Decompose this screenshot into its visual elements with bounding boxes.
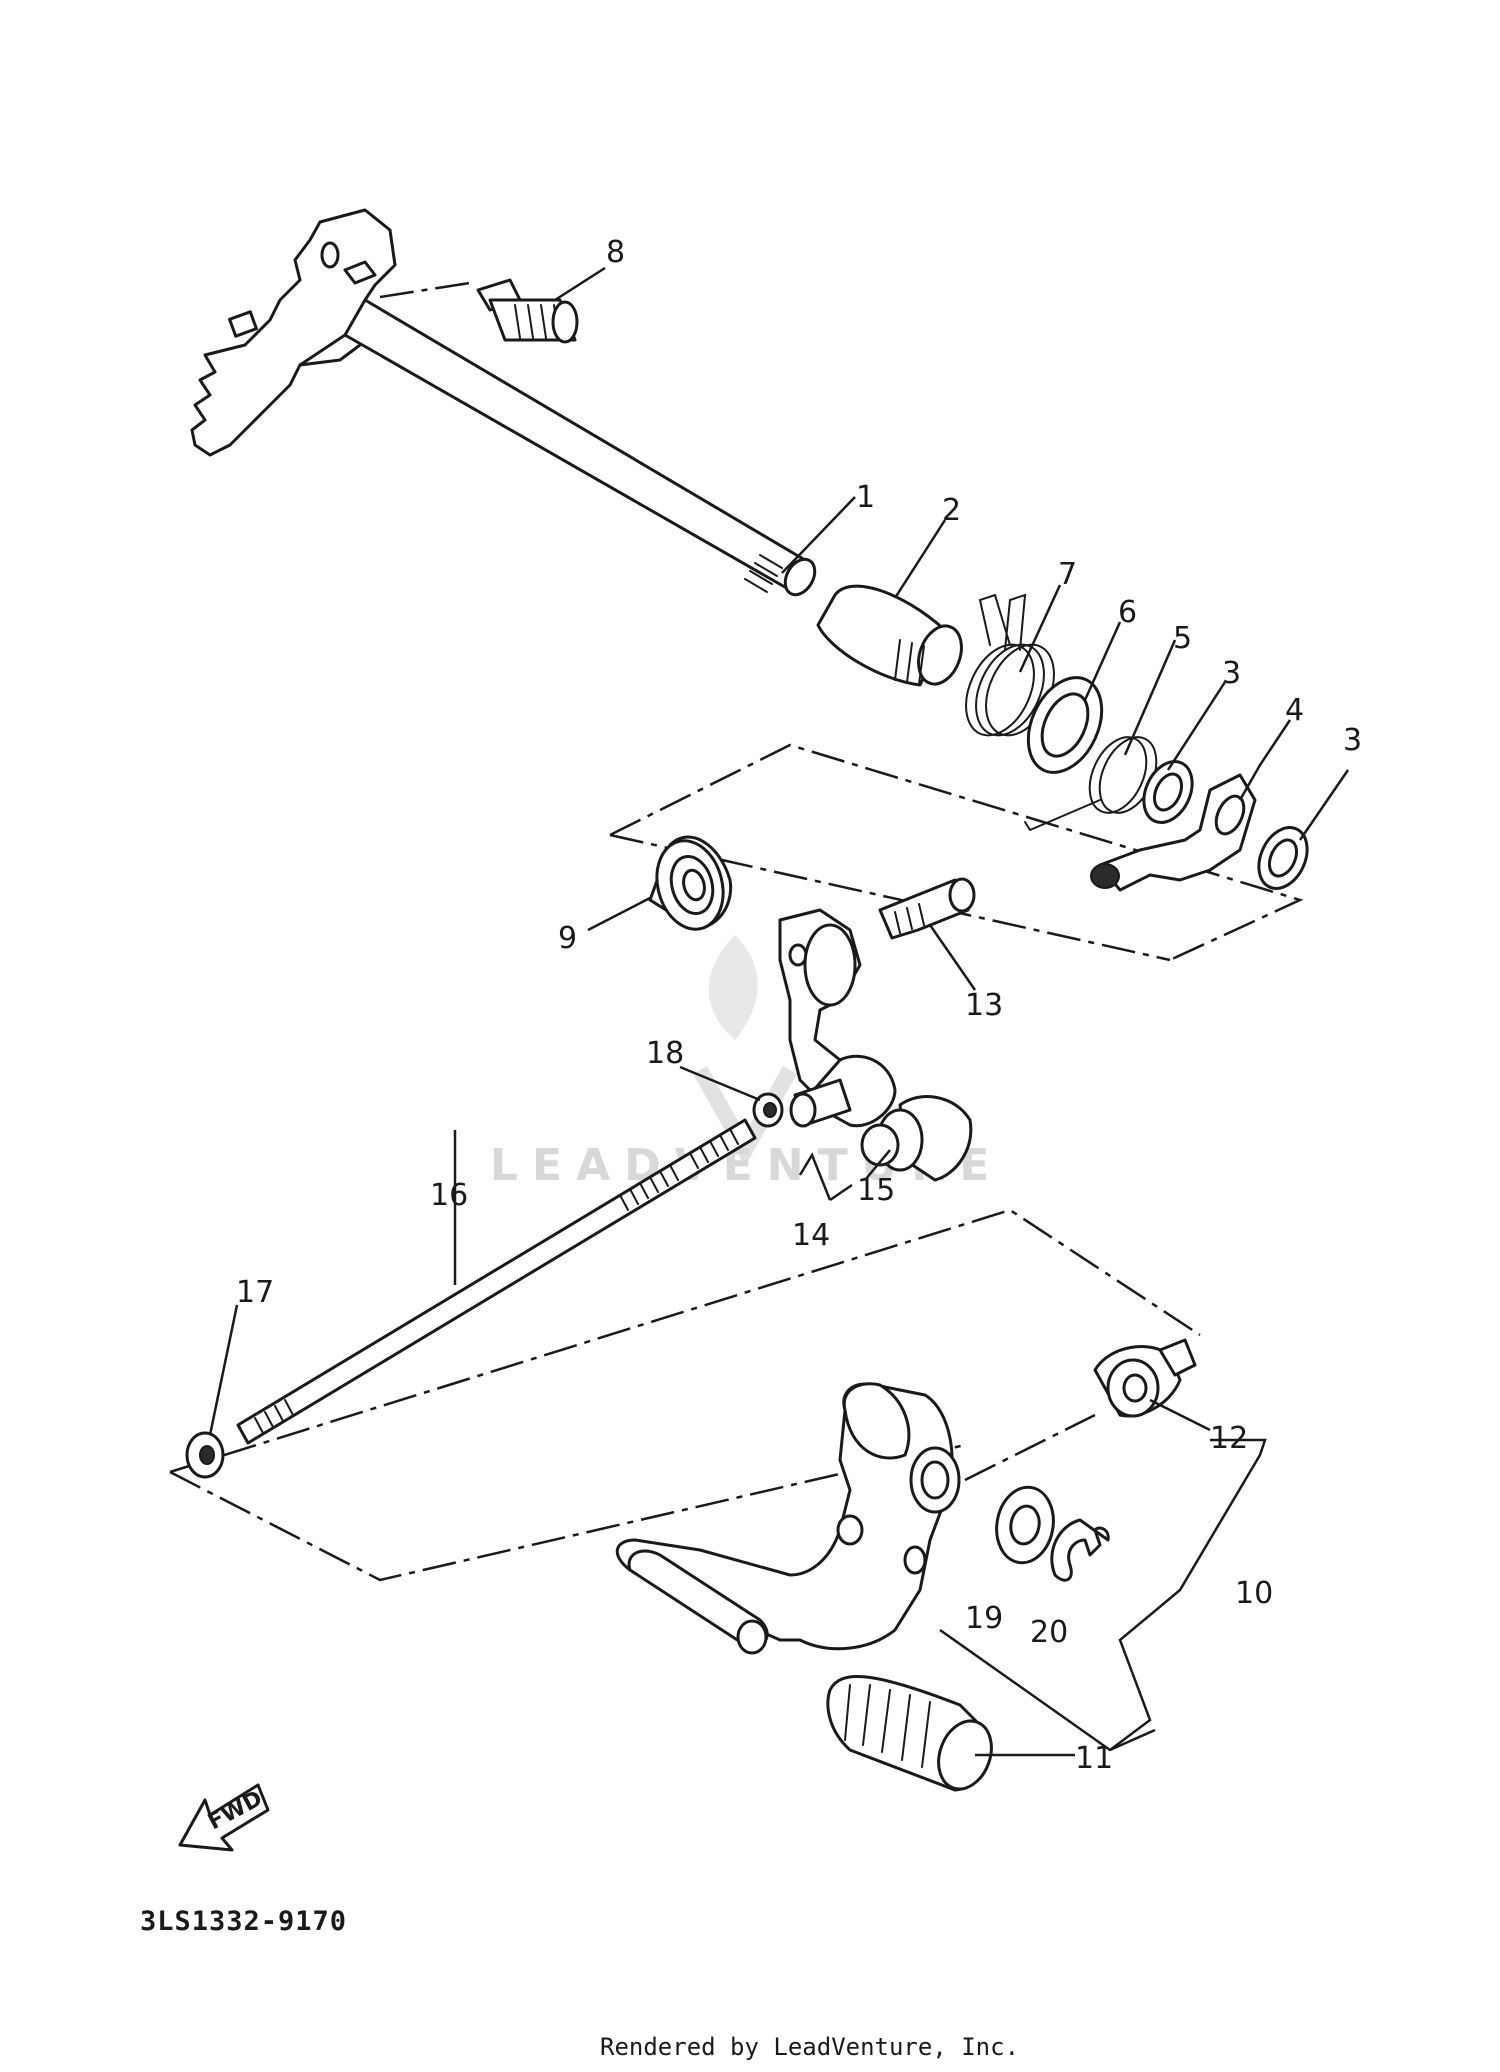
- callout-5: 5: [1173, 621, 1192, 656]
- fwd-arrow-icon: FWD: [178, 1783, 270, 1852]
- circlip-20-part[interactable]: [1050, 1518, 1110, 1582]
- callout-3a: 3: [1222, 656, 1241, 691]
- callout-14: 14: [792, 1218, 830, 1253]
- diagram-part-code: 3LS1332-9170: [140, 1906, 347, 1937]
- rod-end-part[interactable]: [860, 1095, 973, 1182]
- shift-arm-part[interactable]: [778, 908, 897, 1128]
- callout-16: 16: [430, 1178, 468, 1213]
- lever-shaft-dash: [964, 1413, 1096, 1482]
- washer-6-part[interactable]: [1014, 666, 1116, 785]
- nut-18-part[interactable]: [752, 1092, 784, 1128]
- shaft-pin-dash: [379, 281, 471, 299]
- callout-10: 10: [1235, 1576, 1273, 1611]
- bolt-13-part[interactable]: [878, 877, 976, 940]
- callout-3b: 3: [1343, 723, 1362, 758]
- shift-shaft-part[interactable]: [190, 208, 821, 600]
- collar-part[interactable]: [816, 584, 969, 690]
- circlip-3b-part[interactable]: [1250, 820, 1317, 897]
- callout-8: 8: [606, 235, 625, 270]
- nut-17-part[interactable]: [185, 1431, 225, 1479]
- lever-bushing-part[interactable]: [1093, 1338, 1197, 1418]
- callout-20: 20: [1030, 1615, 1068, 1650]
- callout-17: 17: [236, 1275, 274, 1310]
- callout-12: 12: [1210, 1421, 1248, 1456]
- leader-lines: [208, 266, 1350, 1757]
- callout-1: 1: [856, 480, 875, 515]
- callout-18: 18: [646, 1036, 684, 1071]
- shift-pin-part[interactable]: [476, 278, 579, 344]
- stopper-lever-part[interactable]: [1090, 773, 1257, 892]
- callout-6: 6: [1118, 595, 1137, 630]
- assembly-outline-lower: [169, 1208, 1201, 1582]
- rendered-by-footer: Rendered by LeadVenture, Inc.: [600, 2033, 1019, 2061]
- callout-11: 11: [1075, 1741, 1113, 1776]
- pedal-rubber-part[interactable]: [826, 1675, 1001, 1796]
- callout-2: 2: [942, 493, 961, 528]
- callout-labels: 1 2 7 6 5 3 4 3 8 9 13 18 15 14 16 17 12…: [236, 235, 1362, 1776]
- bearing-part[interactable]: [647, 833, 733, 936]
- callout-19: 19: [965, 1601, 1003, 1636]
- callout-9: 9: [558, 921, 577, 956]
- callout-13: 13: [965, 988, 1003, 1023]
- shift-pedal-part[interactable]: [616, 1382, 961, 1655]
- callout-15: 15: [857, 1173, 895, 1208]
- callout-4: 4: [1285, 693, 1304, 728]
- washer-19-part[interactable]: [991, 1483, 1059, 1568]
- callout-7: 7: [1058, 557, 1077, 592]
- circlip-3a-part[interactable]: [1135, 754, 1202, 831]
- shift-rod-part[interactable]: [236, 1118, 757, 1445]
